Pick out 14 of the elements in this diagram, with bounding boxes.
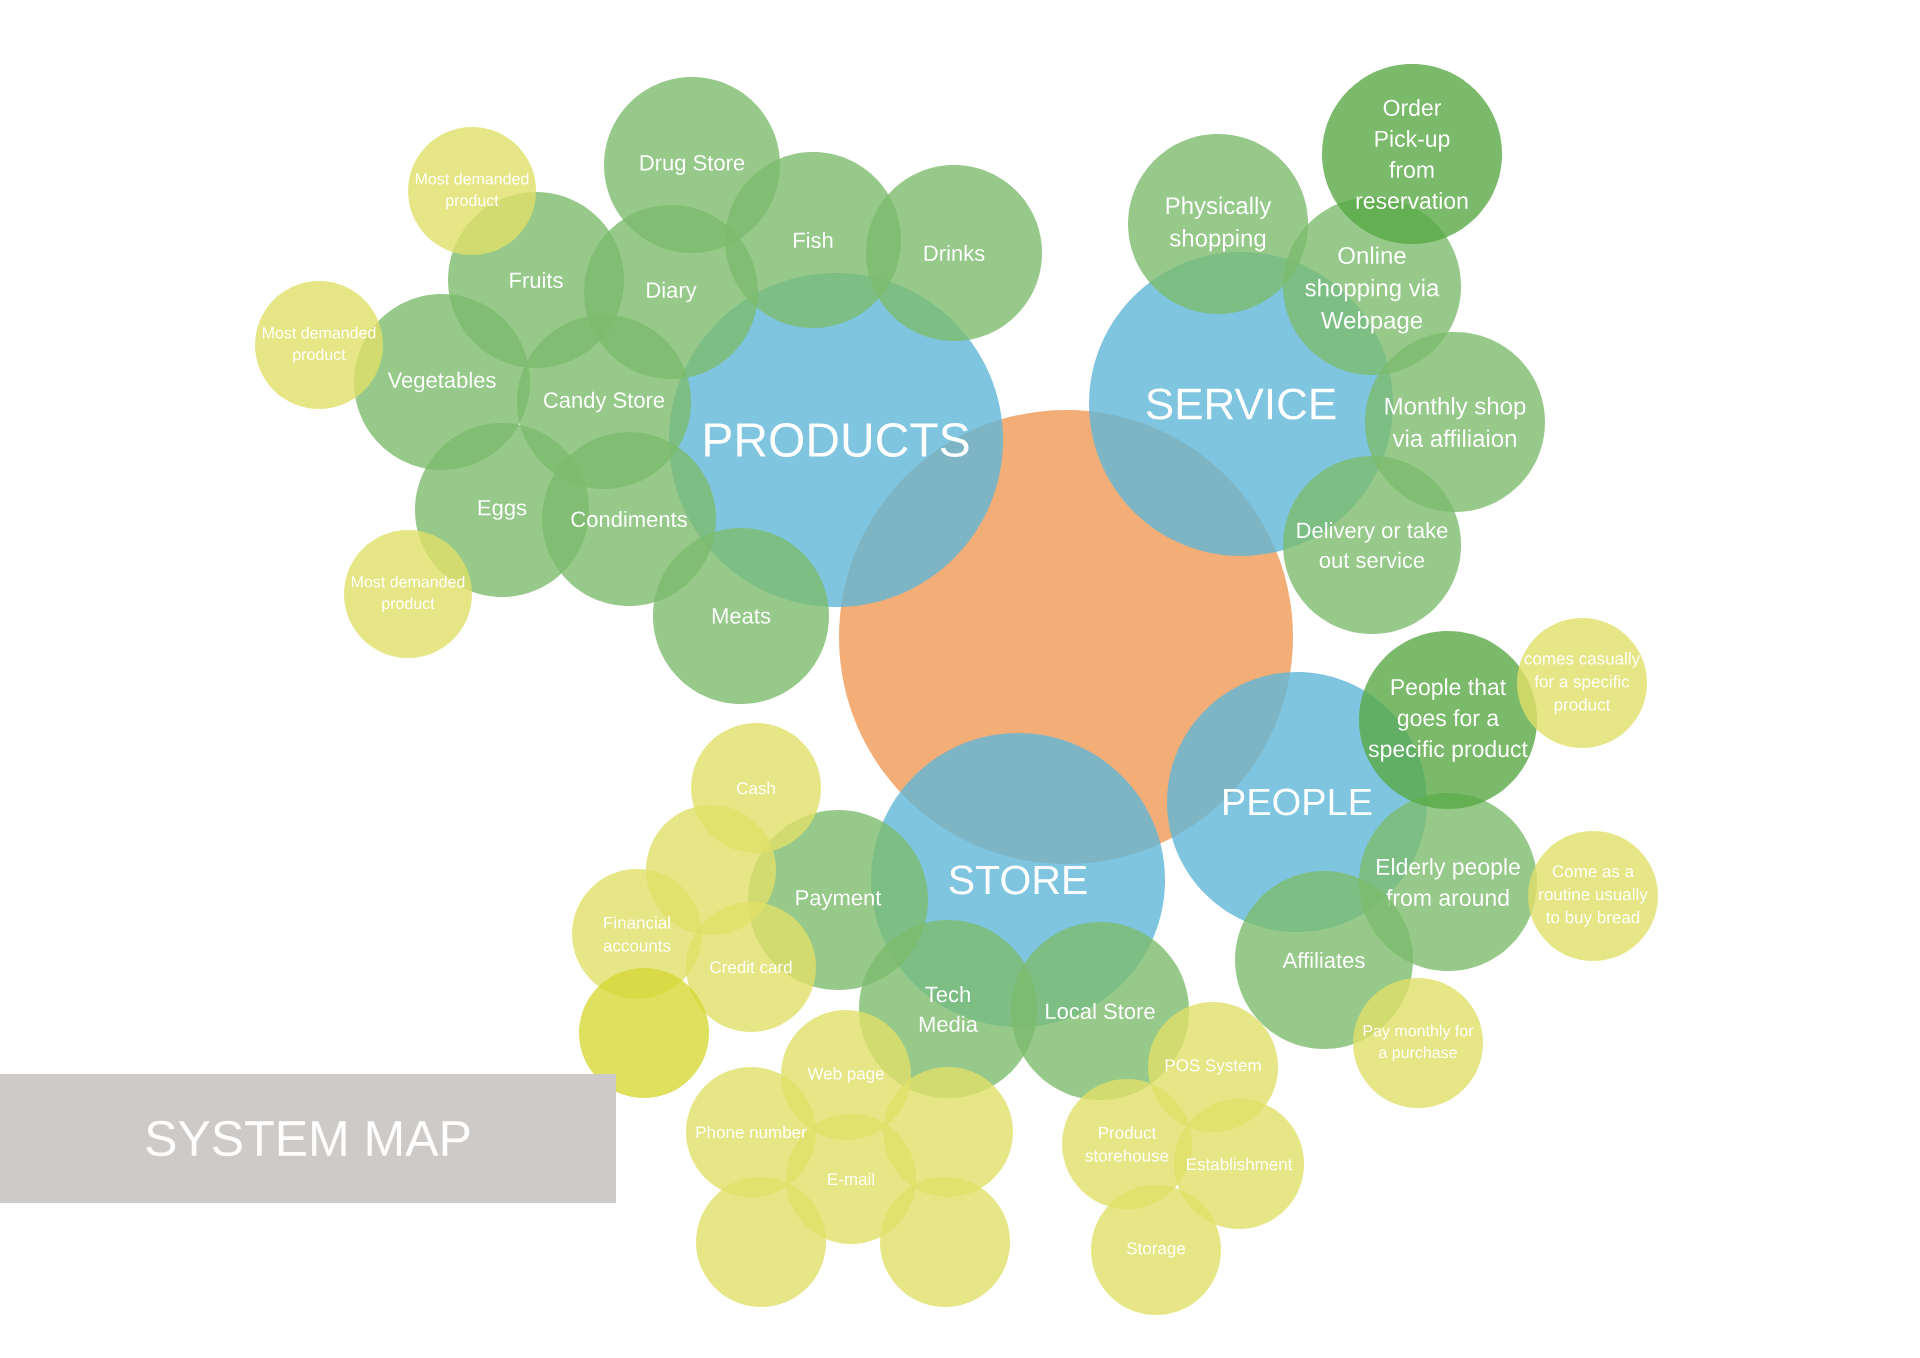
detail-bubble: Come as a routine usually to buy bread bbox=[1528, 831, 1658, 961]
title-banner: SYSTEM MAP bbox=[0, 1074, 616, 1203]
item-bubble: Drinks bbox=[866, 165, 1042, 341]
detail-bubble: Most demanded product bbox=[255, 281, 383, 409]
detail-bubble: Most demanded product bbox=[344, 530, 472, 658]
detail-bubble: Establishment bbox=[1174, 1099, 1304, 1229]
detail-bubble: Storage bbox=[1091, 1185, 1221, 1315]
item-bubble: Order Pick-up from reservation bbox=[1322, 64, 1502, 244]
item-bubble: Delivery or take out service bbox=[1283, 456, 1461, 634]
detail-bubble: Most demanded product bbox=[408, 127, 536, 255]
detail-bubble: Pay monthly for a purchase bbox=[1353, 978, 1483, 1108]
item-bubble: Meats bbox=[653, 528, 829, 704]
detail-bubble bbox=[880, 1177, 1010, 1307]
detail-bubble bbox=[579, 968, 709, 1098]
